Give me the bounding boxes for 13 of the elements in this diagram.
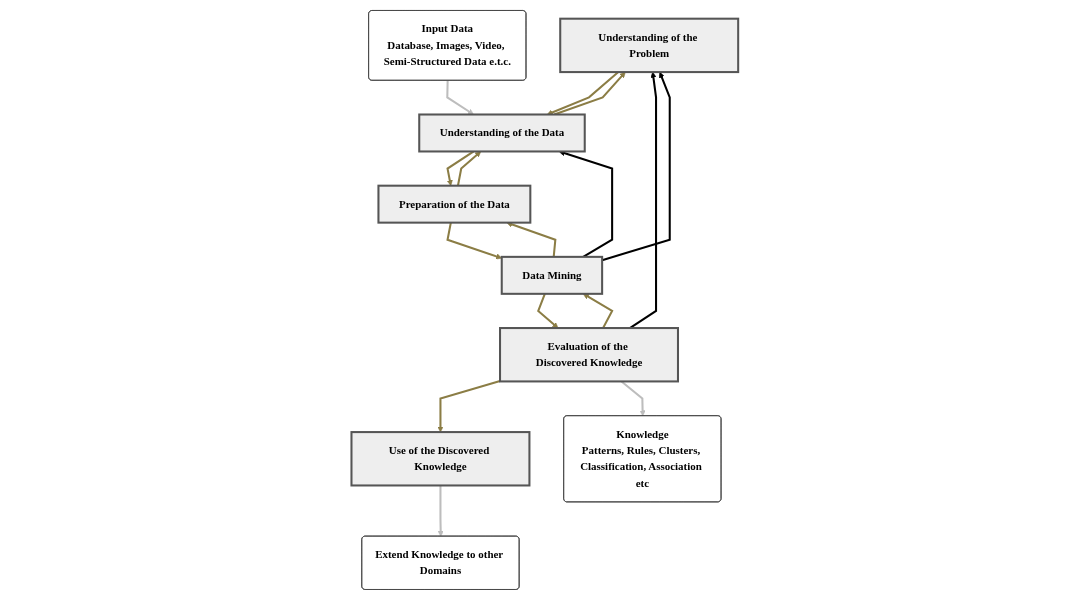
node-box: Understanding of the Data — [418, 113, 586, 153]
node-box: Understanding of the Problem — [559, 17, 740, 74]
arrow — [537, 293, 559, 329]
arrow — [457, 151, 482, 186]
node-box: Preparation of the Data — [377, 184, 532, 224]
arrow — [446, 80, 475, 115]
arrow — [437, 380, 501, 433]
node-box: Data Mining — [500, 255, 604, 295]
node-box: Use of the Discovered Knowledge — [350, 431, 531, 487]
arrow — [446, 222, 503, 260]
node-box: Evaluation of the Discovered Knowledge — [499, 327, 680, 383]
arrow — [437, 485, 444, 537]
arrow — [583, 293, 614, 329]
